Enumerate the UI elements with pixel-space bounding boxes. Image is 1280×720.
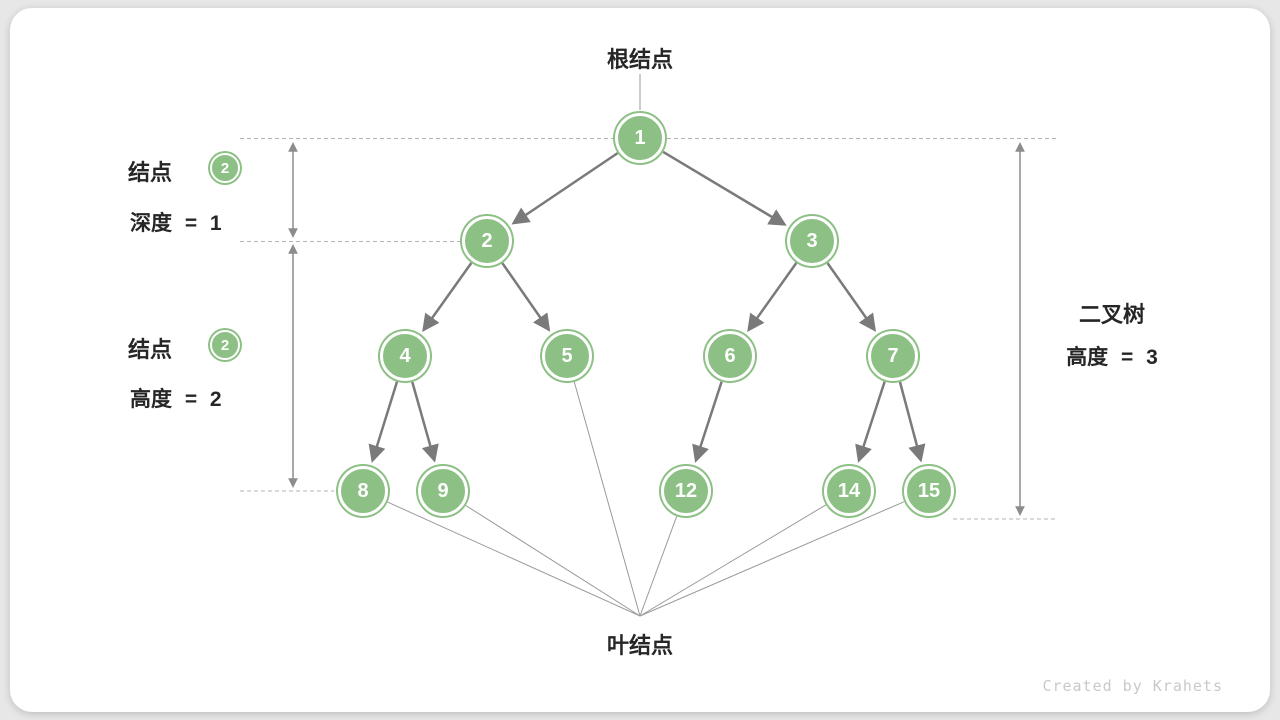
measure-arrows bbox=[288, 142, 1025, 516]
tree-node-value: 12 bbox=[674, 479, 698, 502]
tree-node-7: 7 bbox=[868, 331, 918, 381]
tree-node-value: 14 bbox=[837, 479, 861, 502]
tree-node-14: 14 bbox=[824, 466, 874, 516]
tree-node-value: 8 bbox=[357, 479, 369, 502]
depth-annotation-node-badge: 2 bbox=[210, 153, 240, 183]
depth-annotation-prefix: 结点 bbox=[128, 160, 173, 185]
tree-node-value: 9 bbox=[437, 479, 449, 502]
tree-node-9: 9 bbox=[418, 466, 468, 516]
tree-node-value: 6 bbox=[724, 344, 736, 367]
tree-node-value: 2 bbox=[481, 229, 493, 252]
tree-node-3: 3 bbox=[787, 216, 837, 266]
tree-node-12: 12 bbox=[661, 466, 711, 516]
tree-node-value: 5 bbox=[561, 344, 573, 367]
tree-height-annotation-title: 二叉树 bbox=[1078, 302, 1145, 327]
height-annotation-node-badge: 2 bbox=[210, 330, 240, 360]
depth-annotation-formula: 深度 = 1 bbox=[130, 212, 222, 235]
watermark-credit: Created by Krahets bbox=[1042, 677, 1223, 695]
tree-node-8: 8 bbox=[338, 466, 388, 516]
tree-height-annotation-formula: 高度 = 3 bbox=[1066, 346, 1158, 369]
tree-node-1: 1 bbox=[615, 113, 665, 163]
tree-node-5: 5 bbox=[542, 331, 592, 381]
leaf-node-label: 叶结点 bbox=[606, 633, 674, 658]
label-pointer-lines bbox=[387, 74, 905, 617]
height-annotation-prefix: 结点 bbox=[128, 337, 173, 362]
tree-node-value: 1 bbox=[634, 126, 646, 149]
tree-node-15: 15 bbox=[904, 466, 954, 516]
tree-node-value: 3 bbox=[806, 229, 818, 252]
height-badge-value: 2 bbox=[220, 336, 230, 354]
tree-edges bbox=[368, 150, 926, 463]
tree-node-value: 7 bbox=[887, 344, 899, 367]
tree-node-6: 6 bbox=[705, 331, 755, 381]
height-annotation-formula: 高度 = 2 bbox=[130, 388, 222, 411]
tree-node-value: 15 bbox=[917, 479, 941, 502]
tree-height-annotation: 二叉树 高度 = 3 bbox=[1038, 297, 1186, 371]
dashed-level-guides bbox=[240, 138, 1057, 520]
root-node-label: 根结点 bbox=[606, 47, 674, 72]
tree-node-2: 2 bbox=[462, 216, 512, 266]
tree-node-value: 4 bbox=[399, 344, 411, 367]
tree-node-4: 4 bbox=[380, 331, 430, 381]
depth-badge-value: 2 bbox=[220, 159, 230, 177]
